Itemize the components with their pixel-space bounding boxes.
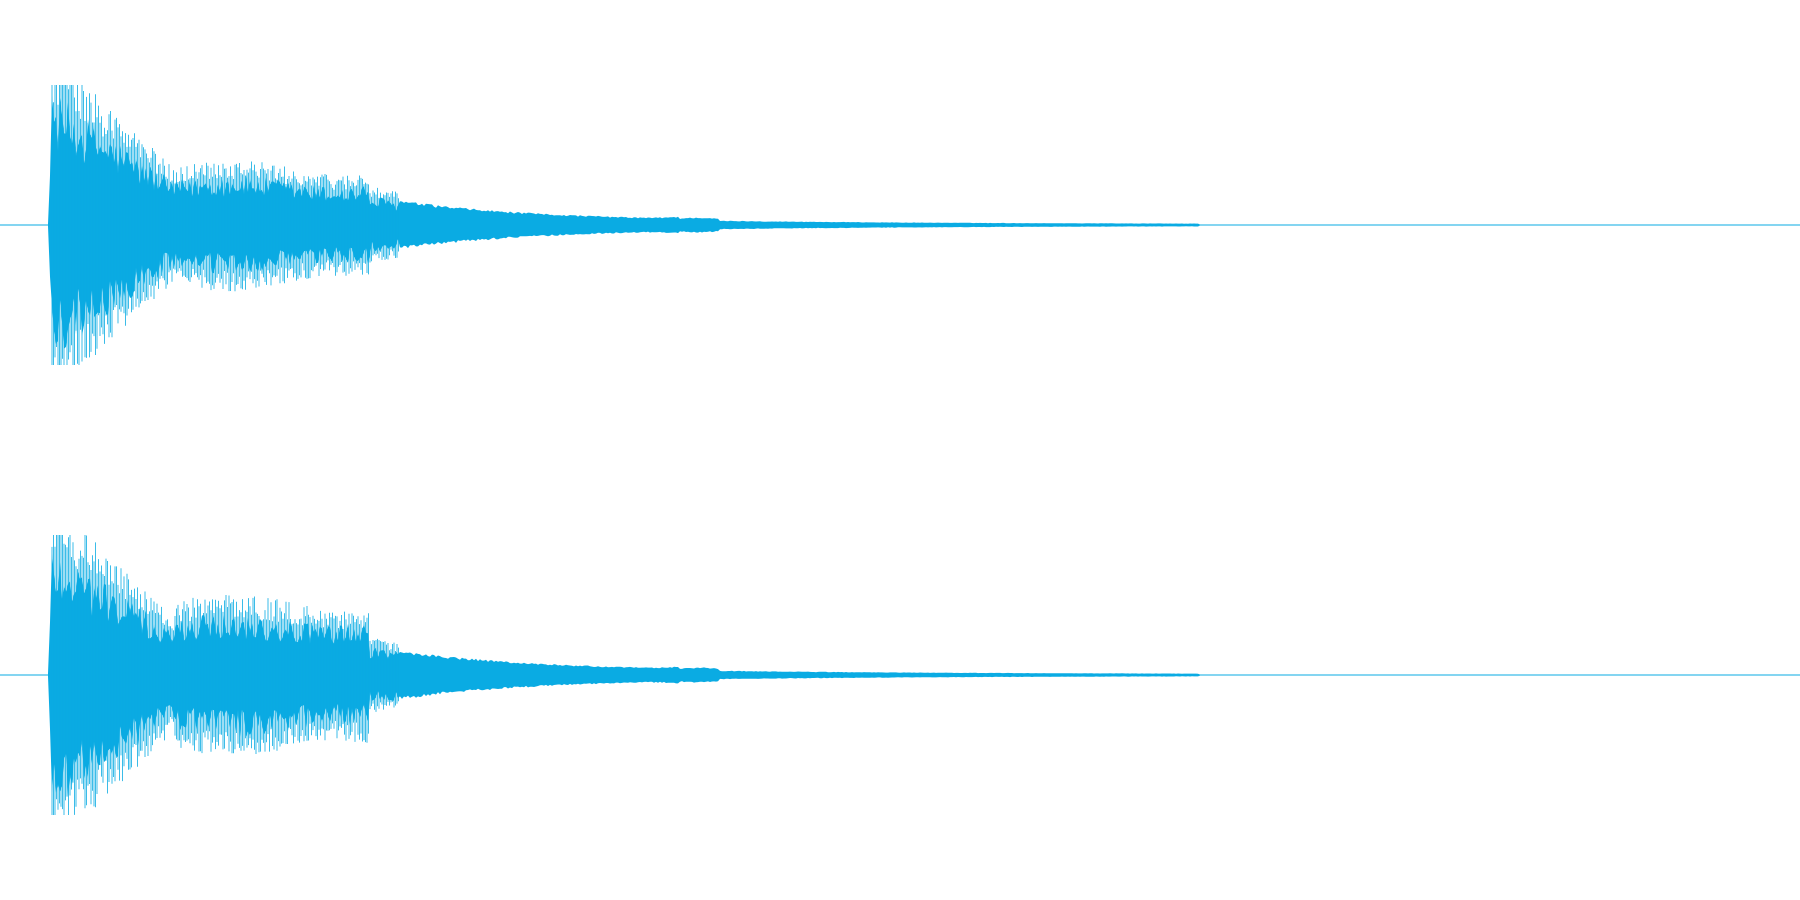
waveform-body — [48, 95, 1200, 349]
waveform-body — [48, 553, 1200, 798]
right-channel-waveform — [0, 535, 1800, 815]
left-channel-waveform — [0, 85, 1800, 365]
